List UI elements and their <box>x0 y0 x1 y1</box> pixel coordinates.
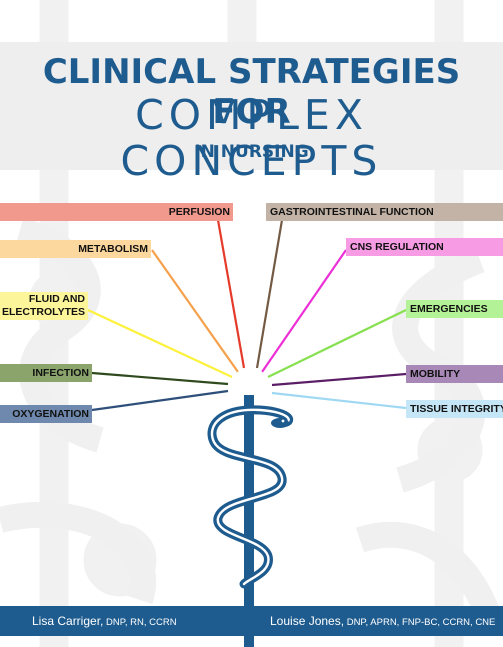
title-line-1: CLINICAL STRATEGIES FOR <box>42 52 461 132</box>
concept-perfusion: PERFUSION <box>0 203 233 221</box>
concept-tissue-integrity: TISSUE INTEGRITY <box>406 400 503 418</box>
ray-infection <box>91 371 229 386</box>
author-left: Lisa Carriger, DNP, RN, CCRN <box>32 614 177 628</box>
author-right-credentials: DNP, APRN, FNP-BC, CCRN, CNE <box>344 617 496 628</box>
concept-infection: INFECTION <box>0 364 92 382</box>
ray-emergencies <box>267 309 407 378</box>
author-right-name: Louise Jones, <box>270 614 345 628</box>
ray-mobility <box>271 372 407 387</box>
ray-perfusion <box>216 219 246 369</box>
ray-gastrointestinal <box>255 219 284 369</box>
ray-tissue <box>271 391 407 410</box>
concept-fluid-line2: ELECTROLYTES <box>1 306 85 318</box>
ray-oxygenation <box>91 389 229 412</box>
concept-mobility: MOBILITY <box>406 365 503 383</box>
rod-of-asclepius-icon <box>207 395 294 640</box>
concept-cns-regulation: CNS REGULATION <box>346 238 503 256</box>
ray-metabolism <box>151 249 239 373</box>
author-right: Louise Jones, DNP, APRN, FNP-BC, CCRN, C… <box>270 614 495 628</box>
ray-fluid <box>87 309 233 378</box>
concept-gastrointestinal-function: GASTROINTESTINAL FUNCTION <box>266 203 503 221</box>
concept-fluid-line1: FLUID AND <box>28 293 85 305</box>
author-left-credentials: DNP, RN, CCRN <box>103 617 177 628</box>
author-left-name: Lisa Carriger, <box>32 614 104 628</box>
center-glow <box>232 367 268 403</box>
ray-lines <box>87 219 407 412</box>
concept-emergencies: EMERGENCIES <box>406 300 503 318</box>
concept-oxygenation: OXYGENATION <box>0 405 92 423</box>
title-line-2: COMPLEX CONCEPTS <box>120 91 383 185</box>
concept-metabolism: METABOLISM <box>0 240 151 258</box>
concept-fluid-and-electrolytes: FLUID AND ELECTROLYTES <box>0 292 88 320</box>
title-band <box>0 42 503 170</box>
ray-cns <box>261 249 347 373</box>
title-line-3: IN NURSING <box>194 142 309 162</box>
